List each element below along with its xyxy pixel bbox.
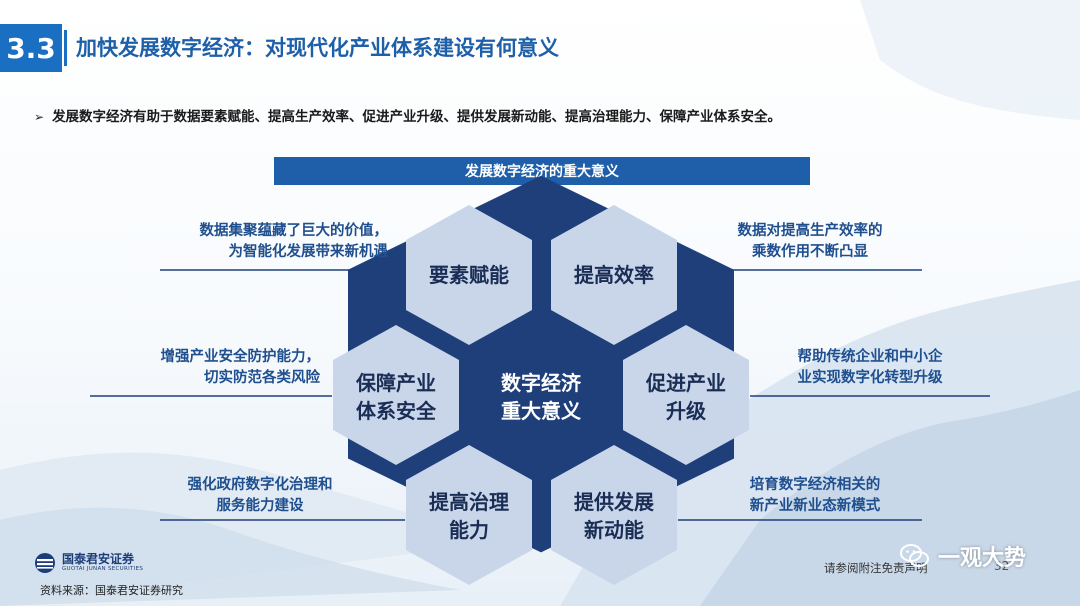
hex-label-mid-right-1: 促进产业: [645, 371, 726, 395]
hex-top-right: [551, 205, 677, 345]
source-note: 资料来源：国泰君安证券研究: [40, 584, 183, 597]
summary-text: 发展数字经济有助于数据要素赋能、提高生产效率、促进产业升级、提供发展新动能、提高…: [52, 109, 782, 125]
hex-label-top-left: 要素赋能: [429, 263, 509, 287]
watermark: 一观大势: [900, 540, 1026, 572]
center-label-1: 数字经济: [501, 371, 582, 395]
center-label-2: 重大意义: [501, 399, 581, 423]
section-number: 3.3: [0, 24, 62, 72]
hex-center: [478, 325, 604, 465]
hex-label-bottom-left-2: 能力: [449, 518, 489, 542]
logo-emblem-icon: [35, 553, 55, 573]
hex-label-bottom-left-1: 提高治理: [429, 490, 509, 514]
hex-bottom-left: [406, 445, 532, 585]
hex-label-bottom-right-2: 新动能: [584, 518, 644, 542]
page-number: 32: [994, 559, 1010, 573]
hex-label-mid-left-1: 保障产业: [355, 371, 436, 395]
company-logo: 国泰君安证券 GUOTAI JUNAN SECURITIES: [34, 552, 143, 574]
annotation-bottom-right: 培育数字经济相关的 新产业新业态新模式: [749, 476, 881, 514]
title-bar: 3.3 加快发展数字经济：对现代化产业体系建设有何意义: [0, 24, 1080, 72]
hex-mid-left: [333, 325, 459, 465]
logo-name-en: GUOTAI JUNAN SECURITIES: [62, 566, 144, 572]
summary-bullet: ➢ 发展数字经济有助于数据要素赋能、提高生产效率、促进产业升级、提供发展新动能、提…: [34, 105, 781, 125]
annotation-mid-right: 帮助传统企业和中小企 业实现数字化转型升级: [797, 348, 943, 386]
annotation-mid-left: 增强产业安全防护能力， 切实防范各类风险: [160, 348, 321, 386]
title-divider: [64, 30, 67, 66]
hex-mid-right: [623, 325, 749, 465]
hex-label-mid-right-2: 升级: [666, 399, 706, 423]
hex-label-top-right: 提高效率: [574, 263, 654, 287]
logo-name-cn: 国泰君安证券: [62, 552, 135, 566]
hex-top-left: [406, 205, 532, 345]
disclaimer: 请参阅附注免责声明: [824, 561, 928, 575]
page-title: 加快发展数字经济：对现代化产业体系建设有何意义: [76, 36, 559, 60]
hex-label-bottom-right-1: 提供发展: [574, 490, 654, 514]
watermark-text: 一观大势: [938, 546, 1027, 571]
annotation-bottom-left: 强化政府数字化治理和 服务能力建设: [187, 476, 333, 514]
hex-bottom-right: [551, 445, 677, 585]
wechat-icon: [900, 544, 929, 567]
annotation-top-right: 数据对提高生产效率的 乘数作用不断凸显: [737, 222, 883, 260]
arrow-bullet-icon: ➢: [34, 110, 45, 124]
annotation-top-left: 数据集聚蕴藏了巨大的价值， 为智能化发展带来新机遇: [199, 222, 389, 260]
hex-label-mid-left-2: 体系安全: [356, 399, 437, 423]
